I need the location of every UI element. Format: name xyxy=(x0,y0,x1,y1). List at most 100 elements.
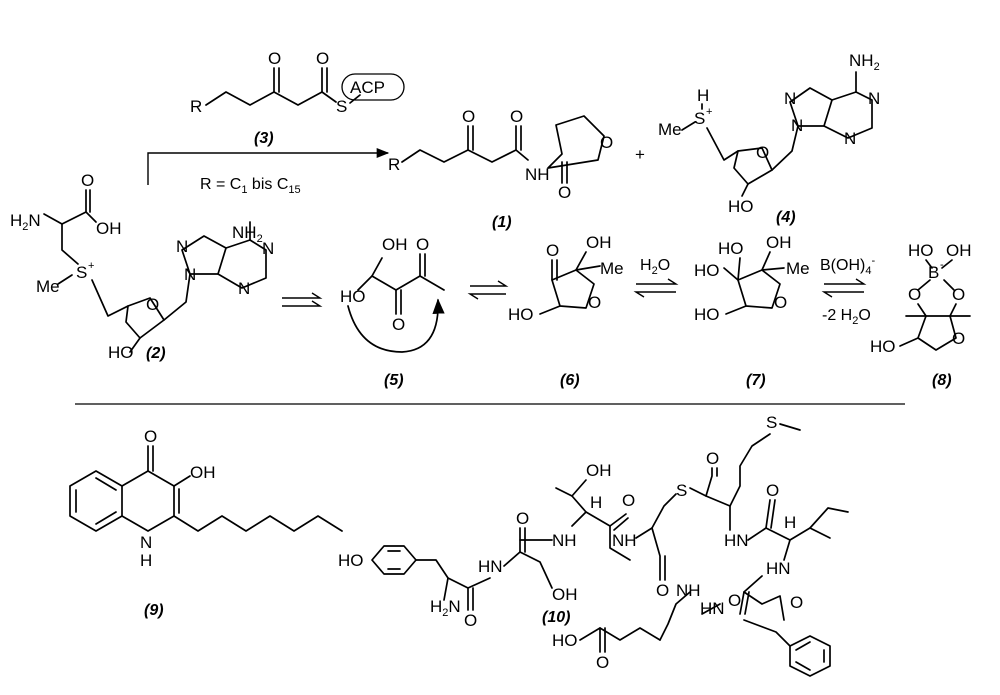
condition-h2o: H2O xyxy=(640,257,670,277)
atom-HO: HO xyxy=(552,631,578,650)
atom-S: S xyxy=(694,109,705,128)
atom-charge: + xyxy=(706,106,712,118)
atom-O: O xyxy=(706,449,719,468)
atom-H: H xyxy=(590,493,602,512)
atom-NH2: NH2 xyxy=(849,51,880,73)
label-compound-2: (2) xyxy=(146,345,166,362)
atom-O: O xyxy=(728,591,741,610)
atom-HN: HN xyxy=(478,557,503,576)
compound-4: Me S + H O HO N N N N NH2 (4) xyxy=(658,51,880,226)
label-compound-7: (7) xyxy=(746,372,766,389)
atom-HN: HN xyxy=(700,599,725,618)
atom-O: O xyxy=(268,49,281,68)
atom-H2N: H2N xyxy=(430,597,461,619)
compound-9: O OH N H (9) xyxy=(69,427,343,619)
acp-box xyxy=(341,73,405,101)
atom-O: O xyxy=(588,293,601,312)
atom-Me: Me xyxy=(786,259,810,278)
atom-O: O xyxy=(462,107,475,126)
atom-R: R xyxy=(190,97,202,116)
atom-N: N xyxy=(868,89,880,108)
atom-HN: HN xyxy=(766,559,791,578)
atom-Me: Me xyxy=(600,259,624,278)
condition-boh4: B(OH)4- xyxy=(820,255,875,277)
atom-Me: Me xyxy=(36,277,60,296)
atom-N: N xyxy=(791,116,803,135)
atom-S: S xyxy=(336,97,347,116)
atom-OH: OH xyxy=(586,233,612,252)
atom-HN: HN xyxy=(724,531,749,550)
atom-HO: HO xyxy=(508,305,534,324)
atom-O: O xyxy=(144,427,157,446)
label-compound-8: (8) xyxy=(932,372,952,389)
atom-HO: HO xyxy=(108,343,134,362)
atom-NH2-label: NH2 xyxy=(232,223,263,245)
atom-ACP: ACP xyxy=(350,78,385,97)
atom-HO: HO xyxy=(694,305,720,324)
atom-O: O xyxy=(510,107,523,126)
condition-r-range: R = C1 bis C15 xyxy=(200,176,301,196)
atom-O: O xyxy=(146,295,159,314)
compound-2: H2N O OH S + Me O HO N N N N NH2 (2) xyxy=(10,171,274,362)
compound-1: R O O NH O O (1) xyxy=(388,107,613,231)
lactone-ring xyxy=(547,115,605,169)
compound-7: O HO HO OH Me HO (7) xyxy=(694,233,810,389)
condition-minus-water: -2 H2O xyxy=(822,307,871,327)
atom-H2N: H2N xyxy=(10,211,41,233)
atom-OH: OH xyxy=(586,461,612,480)
equilibrium-arrow-6-7 xyxy=(633,278,679,298)
label-compound-5: (5) xyxy=(384,372,404,389)
atom-H: H xyxy=(784,513,796,532)
atom-O: O xyxy=(392,315,405,334)
atom-NH: NH xyxy=(676,581,701,600)
compound-10: HO H2N O HN OH O NH OH H O NH O S O S HN xyxy=(338,413,849,677)
atom-N: N xyxy=(238,279,250,298)
plus-sign: + xyxy=(635,145,645,164)
atom-O: O xyxy=(952,329,965,348)
atom-N: N xyxy=(184,265,196,284)
atom-O: O xyxy=(416,235,429,254)
atom-HO: HO xyxy=(870,337,896,356)
atom-O: O xyxy=(774,293,787,312)
label-compound-10: (10) xyxy=(542,609,570,626)
atom-HO: HO xyxy=(908,241,934,260)
atom-O: O xyxy=(622,491,635,510)
atom-charge: - xyxy=(940,259,944,271)
atom-HO: HO xyxy=(340,287,366,306)
atom-OH: OH xyxy=(190,463,216,482)
atom-N: N xyxy=(176,237,188,256)
atom-O: O xyxy=(952,285,965,304)
atom-OH: OH xyxy=(552,585,578,604)
atom-O: O xyxy=(656,581,669,600)
atom-OH: OH xyxy=(382,235,408,254)
atom-H: H xyxy=(697,86,709,105)
atom-R: R xyxy=(388,155,400,174)
atom-B: B xyxy=(928,263,939,282)
atom-S: S xyxy=(76,263,87,282)
atom-O: O xyxy=(790,593,803,612)
equilibrium-arrow-5-6 xyxy=(467,280,509,300)
atom-O: O xyxy=(908,285,921,304)
atom-OH: OH xyxy=(96,219,122,238)
atom-HO: HO xyxy=(718,239,744,258)
atom-OH: OH xyxy=(766,233,792,252)
label-compound-6: (6) xyxy=(560,372,580,389)
label-compound-1: (1) xyxy=(492,214,512,231)
atom-O: O xyxy=(558,183,571,202)
attack-arrow xyxy=(347,298,445,353)
atom-N: N xyxy=(844,129,856,148)
reaction-arrow xyxy=(147,147,390,185)
label-compound-4: (4) xyxy=(776,209,796,226)
atom-N: N xyxy=(262,239,274,258)
atom-O: O xyxy=(596,653,609,672)
atom-NH: NH xyxy=(612,531,637,550)
atom-O: O xyxy=(516,509,529,528)
atom-O: O xyxy=(600,133,613,152)
atom-O: O xyxy=(756,143,769,162)
equilibrium-arrow-7-8 xyxy=(821,278,867,298)
atom-Me: Me xyxy=(658,120,682,139)
compound-5: HO OH O O (5) xyxy=(340,235,445,389)
atom-charge: + xyxy=(88,260,94,272)
atom-S: S xyxy=(766,413,777,432)
